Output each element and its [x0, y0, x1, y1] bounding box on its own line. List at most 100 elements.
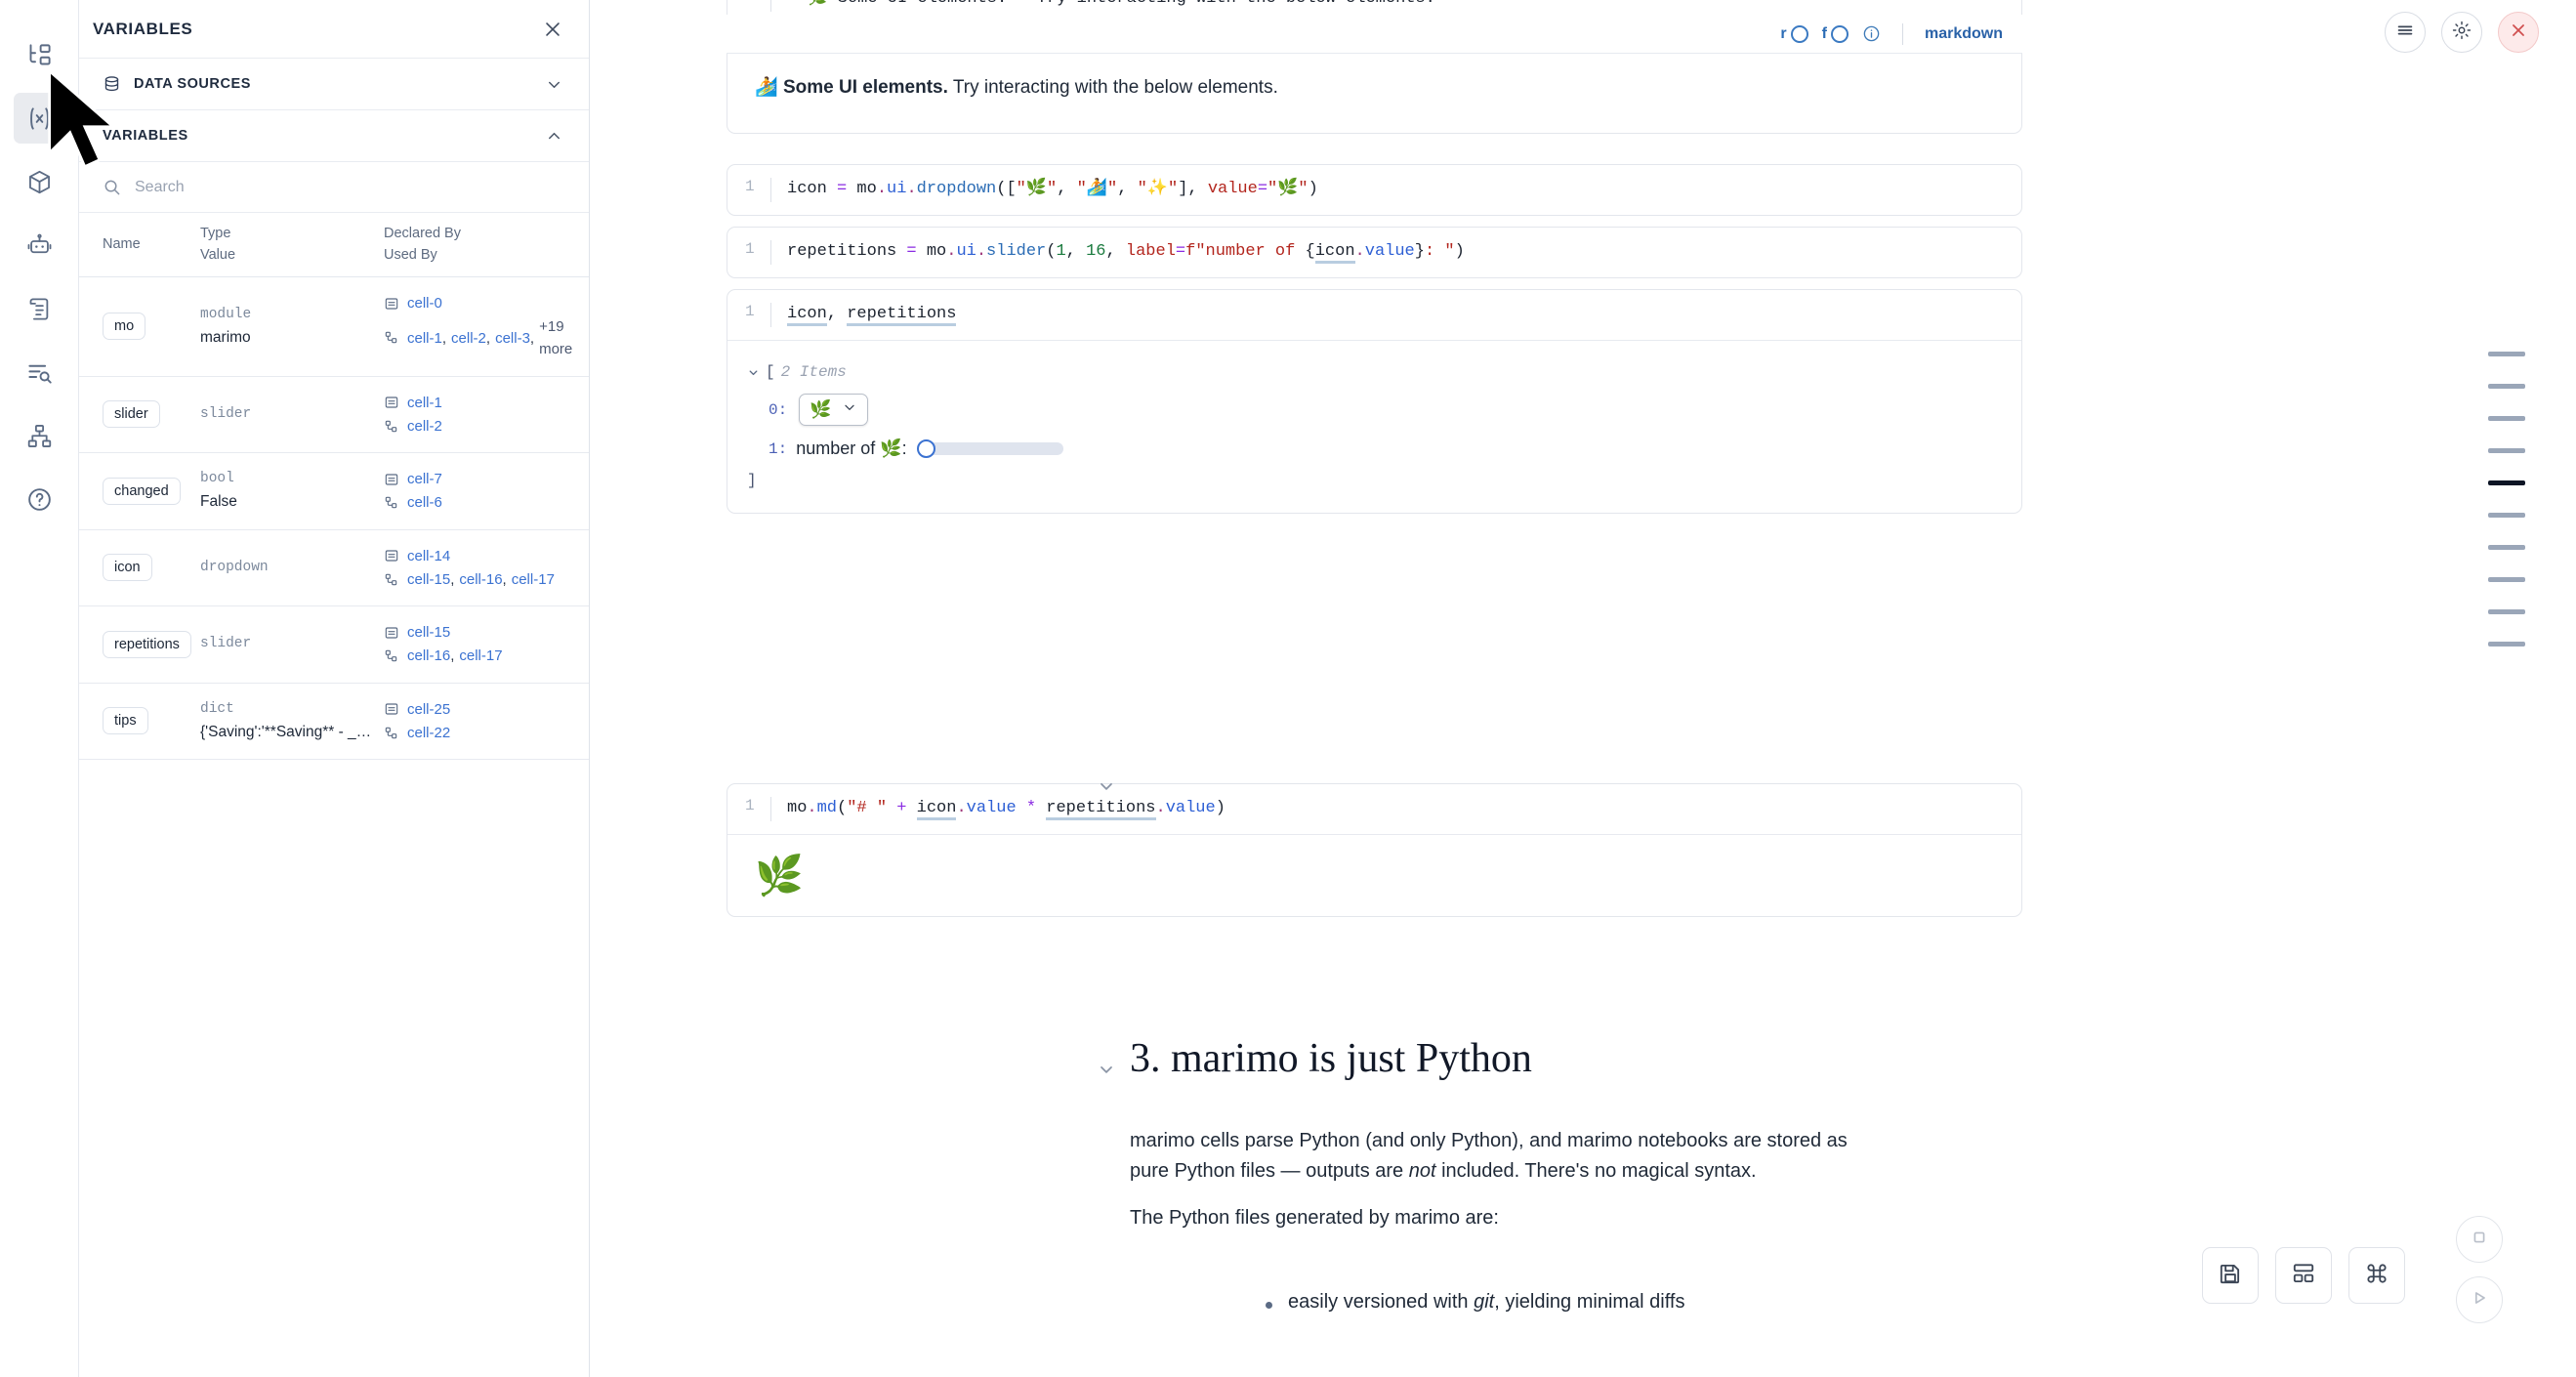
- cell-link[interactable]: cell-6: [407, 494, 442, 512]
- save-button[interactable]: [2202, 1247, 2259, 1304]
- more-count[interactable]: +19 more: [539, 318, 573, 358]
- cell-settings-button[interactable]: [2441, 12, 2482, 53]
- sidebar-item-find[interactable]: [14, 347, 64, 397]
- cell-link[interactable]: cell-2: [407, 417, 442, 435]
- toolbar-divider: [1901, 22, 1903, 45]
- line-number: 1: [745, 303, 755, 320]
- cell-link[interactable]: cell-7: [407, 471, 442, 488]
- slider-label: number of 🌿:: [796, 438, 907, 459]
- minimap-mark[interactable]: [2488, 480, 2525, 485]
- line-number: 1: [745, 0, 770, 5]
- code-cell-md[interactable]: 1 mo.md("# " + icon.value * repetitions.…: [727, 783, 2022, 917]
- minimap-mark[interactable]: [2488, 609, 2525, 614]
- cell-menu-button[interactable]: [2385, 12, 2426, 53]
- minimap-mark[interactable]: [2488, 513, 2525, 518]
- cell-link[interactable]: cell-16: [459, 570, 503, 588]
- minimap[interactable]: [2488, 352, 2547, 674]
- minimap-mark[interactable]: [2488, 577, 2525, 582]
- stop-button[interactable]: [2456, 1216, 2503, 1263]
- toolbar-r-indicator[interactable]: [1790, 24, 1808, 43]
- code-cell-icon[interactable]: 1 icon = mo.ui.dropdown(["🌿", "🏄", "✨"],…: [727, 164, 2022, 216]
- minimap-mark[interactable]: [2488, 448, 2525, 453]
- sidebar-item-help[interactable]: [14, 474, 64, 524]
- cell-link[interactable]: cell-15: [407, 624, 451, 642]
- cell-code[interactable]: mo.md("# " + icon.value * repetitions.va…: [787, 797, 1226, 821]
- code-cell-display[interactable]: 1 icon, repetitions [ 2 Items 0: 🌿: [727, 289, 2022, 515]
- section-variables[interactable]: VARIABLES: [79, 110, 589, 162]
- variable-name-chip[interactable]: changed: [103, 477, 181, 505]
- cell-link[interactable]: cell-3: [495, 329, 530, 347]
- hamburger-menu-icon: [2394, 20, 2416, 46]
- variable-name-chip[interactable]: mo: [103, 313, 146, 341]
- run-button[interactable]: [2456, 1276, 2503, 1323]
- cell-link[interactable]: cell-2: [451, 329, 486, 347]
- tree-entry-0: 0: 🌿: [769, 394, 1994, 427]
- section-label: DATA SOURCES: [134, 76, 251, 92]
- slider-thumb[interactable]: [916, 439, 935, 459]
- collapse-section3-icon[interactable]: [1097, 1060, 1116, 1079]
- sidebar-item-file-tree[interactable]: [14, 29, 64, 80]
- sidebar-item-packages[interactable]: [14, 156, 64, 207]
- code-gutter-bar: [770, 0, 771, 12]
- sidebar-item-documentation[interactable]: [14, 283, 64, 334]
- layout-icon: [2291, 1261, 2316, 1291]
- cell-code[interactable]: icon = mo.ui.dropdown(["🌿", "🏄", "✨"], v…: [787, 180, 1318, 198]
- cell-link[interactable]: cell-25: [407, 700, 451, 718]
- variable-name-chip[interactable]: tips: [103, 707, 148, 735]
- sidebar-item-ai-assistant[interactable]: [14, 220, 64, 271]
- cell-close-button[interactable]: [2498, 12, 2539, 53]
- minimap-mark[interactable]: [2488, 416, 2525, 421]
- cell-code: ""🌿 Some UI elements."" Try interacting …: [787, 0, 1435, 12]
- save-icon: [2218, 1261, 2243, 1291]
- cell-link[interactable]: cell-1: [407, 329, 442, 347]
- cell-link[interactable]: cell-15: [407, 570, 451, 588]
- code-cell-repetitions[interactable]: 1 repetitions = mo.ui.slider(1, 16, labe…: [727, 227, 2022, 278]
- minimap-mark[interactable]: [2488, 384, 2525, 389]
- p1-part-a: marimo cells parse Python (and only Pyth…: [1130, 1130, 1848, 1182]
- dropdown-value: 🌿: [810, 399, 832, 420]
- variable-value: False: [200, 493, 237, 511]
- variable-name-chip[interactable]: repetitions: [103, 630, 191, 658]
- column-header-type-value: Type Value: [200, 223, 384, 267]
- layout-button[interactable]: [2275, 1247, 2332, 1304]
- notebook-area: 1 ""🌿 Some UI elements."" Try interactin…: [590, 0, 2576, 1377]
- code-gutter-bar: [770, 797, 771, 821]
- used-by-icon: [384, 330, 399, 346]
- cell-link[interactable]: cell-1: [407, 394, 442, 411]
- sidebar-item-variables[interactable]: [14, 93, 64, 144]
- cell-link[interactable]: cell-0: [407, 294, 442, 312]
- variable-type: dropdown: [200, 559, 269, 575]
- cell-code[interactable]: repetitions = mo.ui.slider(1, 16, label=…: [787, 240, 1465, 265]
- cell-code[interactable]: icon, repetitions: [787, 303, 957, 327]
- info-circle-icon[interactable]: [1862, 24, 1881, 43]
- search-row[interactable]: [79, 162, 589, 213]
- tree-root[interactable]: [ 2 Items: [747, 358, 1994, 387]
- variable-name-chip[interactable]: icon: [103, 554, 152, 582]
- minimap-mark[interactable]: [2488, 352, 2525, 356]
- cell-language-badge[interactable]: markdown: [1924, 24, 2003, 42]
- slider-widget[interactable]: [916, 439, 1063, 459]
- cell-link[interactable]: cell-17: [511, 570, 555, 588]
- cell-link[interactable]: cell-17: [459, 647, 503, 665]
- close-icon[interactable]: [542, 19, 563, 40]
- dropdown-widget[interactable]: 🌿: [799, 394, 868, 427]
- cell-link[interactable]: cell-22: [407, 724, 451, 741]
- collapse-md-cell-icon[interactable]: [1097, 776, 1116, 796]
- search-input[interactable]: [135, 178, 569, 196]
- sidebar-item-dependency-graph[interactable]: [14, 410, 64, 461]
- column-header-value: Value: [200, 247, 236, 264]
- toolbar-f-indicator[interactable]: [1830, 24, 1849, 43]
- page-title-section3: 3. marimo is just Python: [1130, 1036, 1532, 1081]
- minimap-mark[interactable]: [2488, 642, 2525, 647]
- variable-name-chip[interactable]: slider: [103, 400, 160, 429]
- cell-link[interactable]: cell-14: [407, 547, 451, 564]
- command-palette-button[interactable]: [2348, 1247, 2405, 1304]
- section-data-sources[interactable]: DATA SOURCES: [79, 59, 589, 110]
- cell-link[interactable]: cell-16: [407, 647, 451, 665]
- minimap-mark[interactable]: [2488, 545, 2525, 550]
